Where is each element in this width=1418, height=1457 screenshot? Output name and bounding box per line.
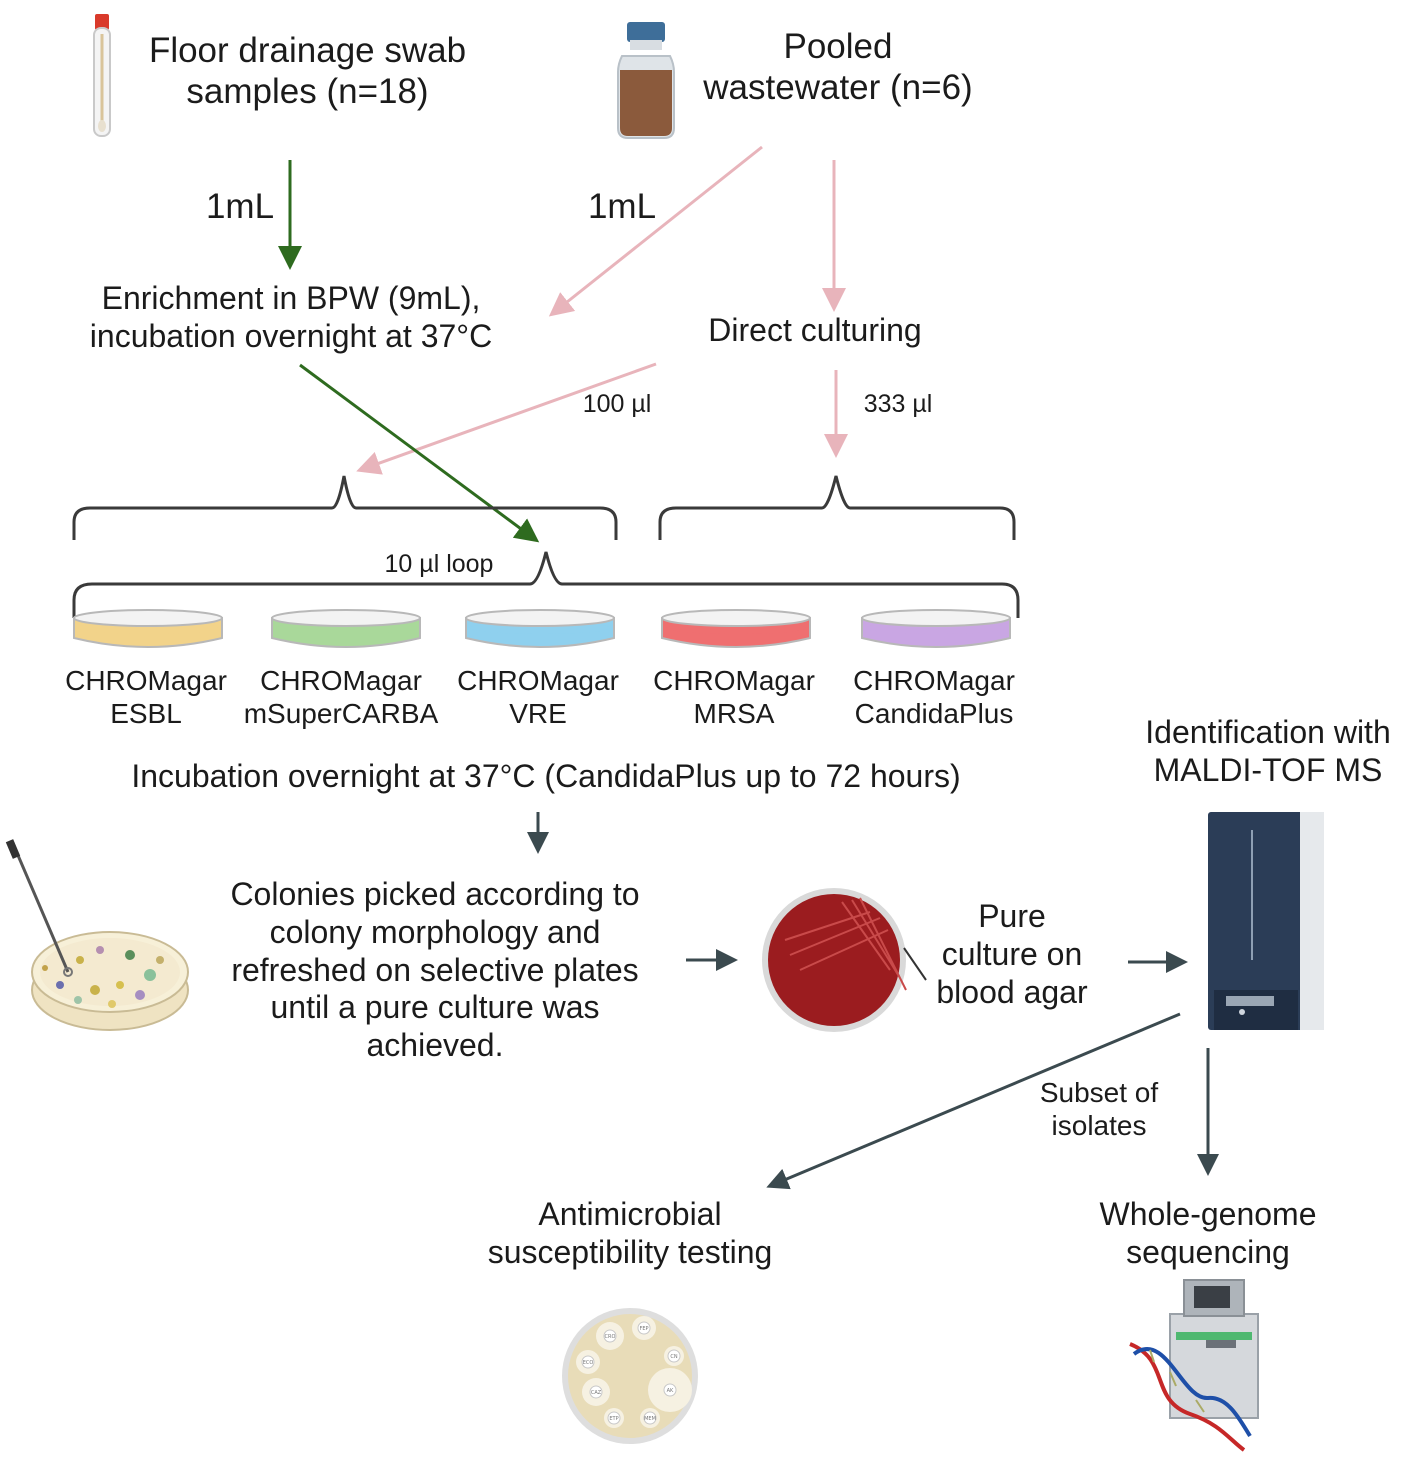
agar-plate-mrsa [661, 609, 811, 648]
maldi-to-ast-arrow [766, 1012, 1181, 1190]
ast-disc-label: AK [667, 1388, 674, 1394]
colonies-picked-label: Colonies picked according to colony morp… [230, 876, 640, 1063]
plate-label-mrsa: CHROMagar MRSA [653, 665, 815, 730]
agar-plate-esbl [73, 609, 223, 648]
ast-disc-label: CAZ [591, 1390, 602, 1396]
ast-disc-label: ETP [609, 1416, 618, 1422]
agar-plate-msupercarba [271, 609, 421, 648]
brace-all-plates [72, 551, 1020, 618]
ast-disc [589, 1385, 603, 1399]
wastewater-label: Pooled wastewater (n=6) [703, 27, 973, 108]
brace-right-plates [658, 475, 1016, 540]
plate-label-candidaplus: CHROMagar CandidaPlus [853, 665, 1015, 730]
loop-label: 10 µl loop [384, 550, 494, 578]
wastewater-volume-label: 1mL [587, 187, 657, 226]
swab-volume-label: 1mL [205, 187, 275, 226]
direct-100ul-label: 100 µl [582, 390, 652, 418]
ast-label: Antimicrobial susceptibility testing [487, 1196, 773, 1270]
ast-disc-label: CRO [605, 1334, 616, 1340]
enrichment-to-loop-arrow [299, 363, 540, 543]
ast-disc [663, 1383, 677, 1397]
ast-disc-label: MEM [644, 1416, 656, 1422]
swab-samples-label: Floor drainage swab samples (n=18) [148, 31, 467, 112]
wgs-sequencer-icon [1129, 1279, 1259, 1452]
plate-label-vre: CHROMagar VRE [457, 665, 619, 730]
subset-of-isolates-label: Subset of isolates [1039, 1077, 1159, 1142]
ast-disc [603, 1329, 617, 1343]
incubation-label: Incubation overnight at 37°C (CandidaPlu… [131, 758, 961, 794]
brace-left-plates [72, 475, 618, 540]
ast-disc [643, 1411, 657, 1425]
direct-100ul-arrow [356, 362, 657, 475]
blood-agar-plate-icon [762, 888, 927, 1032]
maldi-instrument-icon [1208, 812, 1324, 1030]
ast-disc-label: ECO [583, 1360, 594, 1366]
agar-plate-candidaplus [861, 609, 1011, 648]
enrichment-step-label: Enrichment in BPW (9mL), incubation over… [89, 280, 493, 354]
swab-tube-icon [93, 14, 111, 137]
ast-disc-label: FEP [639, 1326, 648, 1332]
plate-label-msupercarba: CHROMagar mSuperCARBA [243, 665, 439, 730]
wastewater-bottle-icon [617, 22, 675, 139]
wgs-label: Whole-genome sequencing [1099, 1196, 1317, 1270]
ast-disc [581, 1355, 595, 1369]
ast-disc-label: CN [670, 1354, 677, 1360]
direct-culturing-label: Direct culturing [708, 312, 922, 348]
ast-plate-icon: CRO FEP ECO CN CAZ AK ETP MEM [562, 1308, 698, 1444]
agar-plate-vre [465, 609, 615, 648]
ast-disc [667, 1349, 681, 1363]
pure-culture-label: Pure culture on blood agar [936, 898, 1088, 1010]
colony-plate-icon [5, 839, 189, 1031]
maldi-identification-label: Identification with MALDI-TOF MS [1145, 714, 1391, 788]
plate-label-esbl: CHROMagar ESBL [65, 665, 227, 730]
ast-disc [607, 1411, 621, 1425]
agar-plates [73, 609, 1011, 648]
direct-333ul-label: 333 µl [863, 390, 933, 418]
wastewater-to-enrichment-arrow [548, 145, 763, 317]
ast-disc [637, 1321, 651, 1335]
